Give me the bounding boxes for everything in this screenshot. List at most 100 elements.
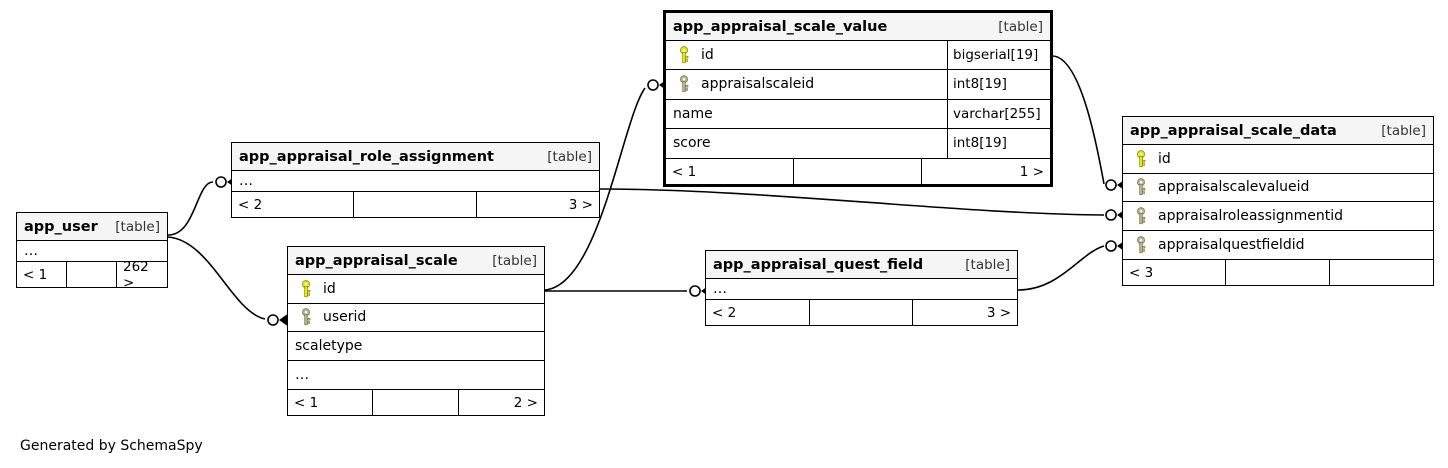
foreign-key-icon	[1130, 178, 1152, 196]
table-name: app_user	[24, 218, 98, 235]
column-name: …	[24, 243, 39, 259]
foreign-key-icon	[1130, 206, 1152, 225]
column-name-cell: userid	[288, 304, 544, 332]
column-name: appraisalquestfieldid	[1158, 236, 1305, 253]
footer-child-count: 3 >	[568, 196, 593, 213]
column-name-cell: …	[288, 361, 544, 390]
column-row-ellipsis[interactable]: …	[288, 361, 544, 390]
column-row[interactable]: id bigserial[19]	[666, 41, 1050, 71]
primary-key-icon	[1130, 149, 1152, 168]
table-header-app_appraisal_scale_data: app_appraisal_scale_data [table]	[1123, 117, 1433, 145]
table-name: app_appraisal_scale	[295, 252, 458, 269]
footer-child-count: 1 >	[1019, 163, 1044, 180]
table-app_appraisal_scale[interactable]: app_appraisal_scale [table] id userid scalet…	[287, 246, 545, 416]
column-type: bigserial[19]	[947, 41, 1050, 70]
column-name-cell: name	[666, 100, 947, 128]
table-header-app_user: app_user [table]	[17, 213, 167, 241]
column-row[interactable]: appraisalroleassignmentid	[1123, 202, 1433, 231]
table-app_appraisal_scale_data[interactable]: app_appraisal_scale_data [table] id apprais…	[1122, 116, 1434, 286]
column-row-ellipsis[interactable]: …	[706, 279, 1017, 299]
table-name: app_appraisal_role_assignment	[239, 148, 494, 165]
footer-parent-count: < 1	[288, 390, 374, 415]
footer-child-count: 2 >	[513, 394, 538, 411]
footer-parent-count: < 2	[232, 192, 355, 217]
column-row[interactable]: appraisalquestfieldid	[1123, 231, 1433, 260]
primary-key-icon	[673, 46, 695, 64]
table-type-tag: [table]	[492, 252, 537, 269]
table-header-app_appraisal_quest_field: app_appraisal_quest_field [table]	[706, 251, 1017, 279]
table-type-tag: [table]	[998, 18, 1043, 35]
table-columns-app_appraisal_quest_field: …	[706, 279, 1017, 299]
column-name-cell: id	[1123, 145, 1433, 173]
column-name: appraisalroleassignmentid	[1158, 207, 1344, 224]
column-name: …	[239, 173, 254, 189]
column-name: id	[323, 280, 336, 297]
footer-child-count: 262 >	[123, 258, 149, 291]
footer-middle	[354, 192, 477, 217]
column-row[interactable]: appraisalscalevalueid	[1123, 174, 1433, 202]
column-row[interactable]: id	[1123, 145, 1433, 174]
column-name-cell: score	[666, 129, 947, 158]
relationship-edge-scale-value-to-scale-data	[1052, 55, 1105, 185]
table-type-tag: [table]	[547, 148, 592, 165]
table-name: app_appraisal_scale_data	[1130, 122, 1337, 139]
table-app_appraisal_role_assignment[interactable]: app_appraisal_role_assignment [table] … < 2…	[231, 142, 600, 218]
table-columns-app_appraisal_scale_data: id appraisalscalevalueid appraisalroleassi…	[1123, 145, 1433, 259]
schemaspy-credit: Generated by SchemaSpy	[20, 438, 203, 454]
table-header-app_appraisal_scale: app_appraisal_scale [table]	[288, 247, 544, 275]
column-name: appraisalscalevalueid	[1158, 179, 1310, 196]
table-columns-app_appraisal_scale: id userid scaletype …	[288, 275, 544, 389]
table-columns-app_appraisal_role_assignment: …	[232, 171, 599, 191]
footer-child-count	[1330, 260, 1433, 285]
column-row-ellipsis[interactable]: …	[17, 241, 167, 261]
table-footer-app_appraisal_scale_data: < 3	[1123, 259, 1433, 285]
table-app_appraisal_scale_value[interactable]: app_appraisal_scale_value [table] id bigser…	[663, 10, 1053, 187]
column-row[interactable]: id	[288, 275, 544, 304]
column-name: score	[673, 135, 711, 152]
relationship-edge-user-to-scale	[167, 236, 266, 320]
column-name-cell: id	[666, 41, 947, 69]
column-name-cell: scaletype	[288, 332, 544, 360]
column-name-cell: …	[17, 241, 167, 261]
column-name-cell: …	[706, 279, 1017, 299]
column-name: scaletype	[295, 337, 363, 354]
table-name: app_appraisal_scale_value	[673, 18, 888, 35]
column-name: …	[295, 366, 310, 383]
column-name: name	[673, 105, 713, 122]
footer-parent-count: < 3	[1123, 260, 1227, 285]
column-name-cell: appraisalroleassignmentid	[1123, 202, 1433, 230]
table-type-tag: [table]	[1381, 122, 1426, 139]
table-type-tag: [table]	[965, 256, 1010, 273]
column-row[interactable]: userid	[288, 304, 544, 332]
foreign-key-icon	[295, 308, 317, 326]
table-footer-app_appraisal_scale: < 1 2 >	[288, 389, 544, 415]
column-type: int8[19]	[947, 70, 1050, 99]
table-name: app_appraisal_quest_field	[713, 256, 924, 273]
footer-middle	[794, 159, 922, 184]
footer-middle	[1226, 260, 1330, 285]
column-row[interactable]: scaletype	[288, 332, 544, 361]
footer-middle	[810, 300, 914, 325]
column-row[interactable]: score int8[19]	[666, 128, 1050, 158]
column-name-cell: appraisalscalevalueid	[1123, 174, 1433, 202]
table-header-app_appraisal_role_assignment: app_appraisal_role_assignment [table]	[232, 143, 599, 171]
column-name-cell: …	[232, 171, 599, 191]
column-row-ellipsis[interactable]: …	[232, 171, 599, 191]
relationship-edge-role-assignment-to-scale-data	[599, 188, 1105, 216]
foreign-key-icon	[673, 75, 695, 93]
column-name: …	[713, 281, 728, 297]
table-type-tag: [table]	[115, 218, 160, 235]
column-name-cell: appraisalquestfieldid	[1123, 231, 1433, 260]
table-columns-app_user: …	[17, 241, 167, 261]
column-type: int8[19]	[947, 128, 1050, 158]
column-name: id	[701, 47, 714, 64]
